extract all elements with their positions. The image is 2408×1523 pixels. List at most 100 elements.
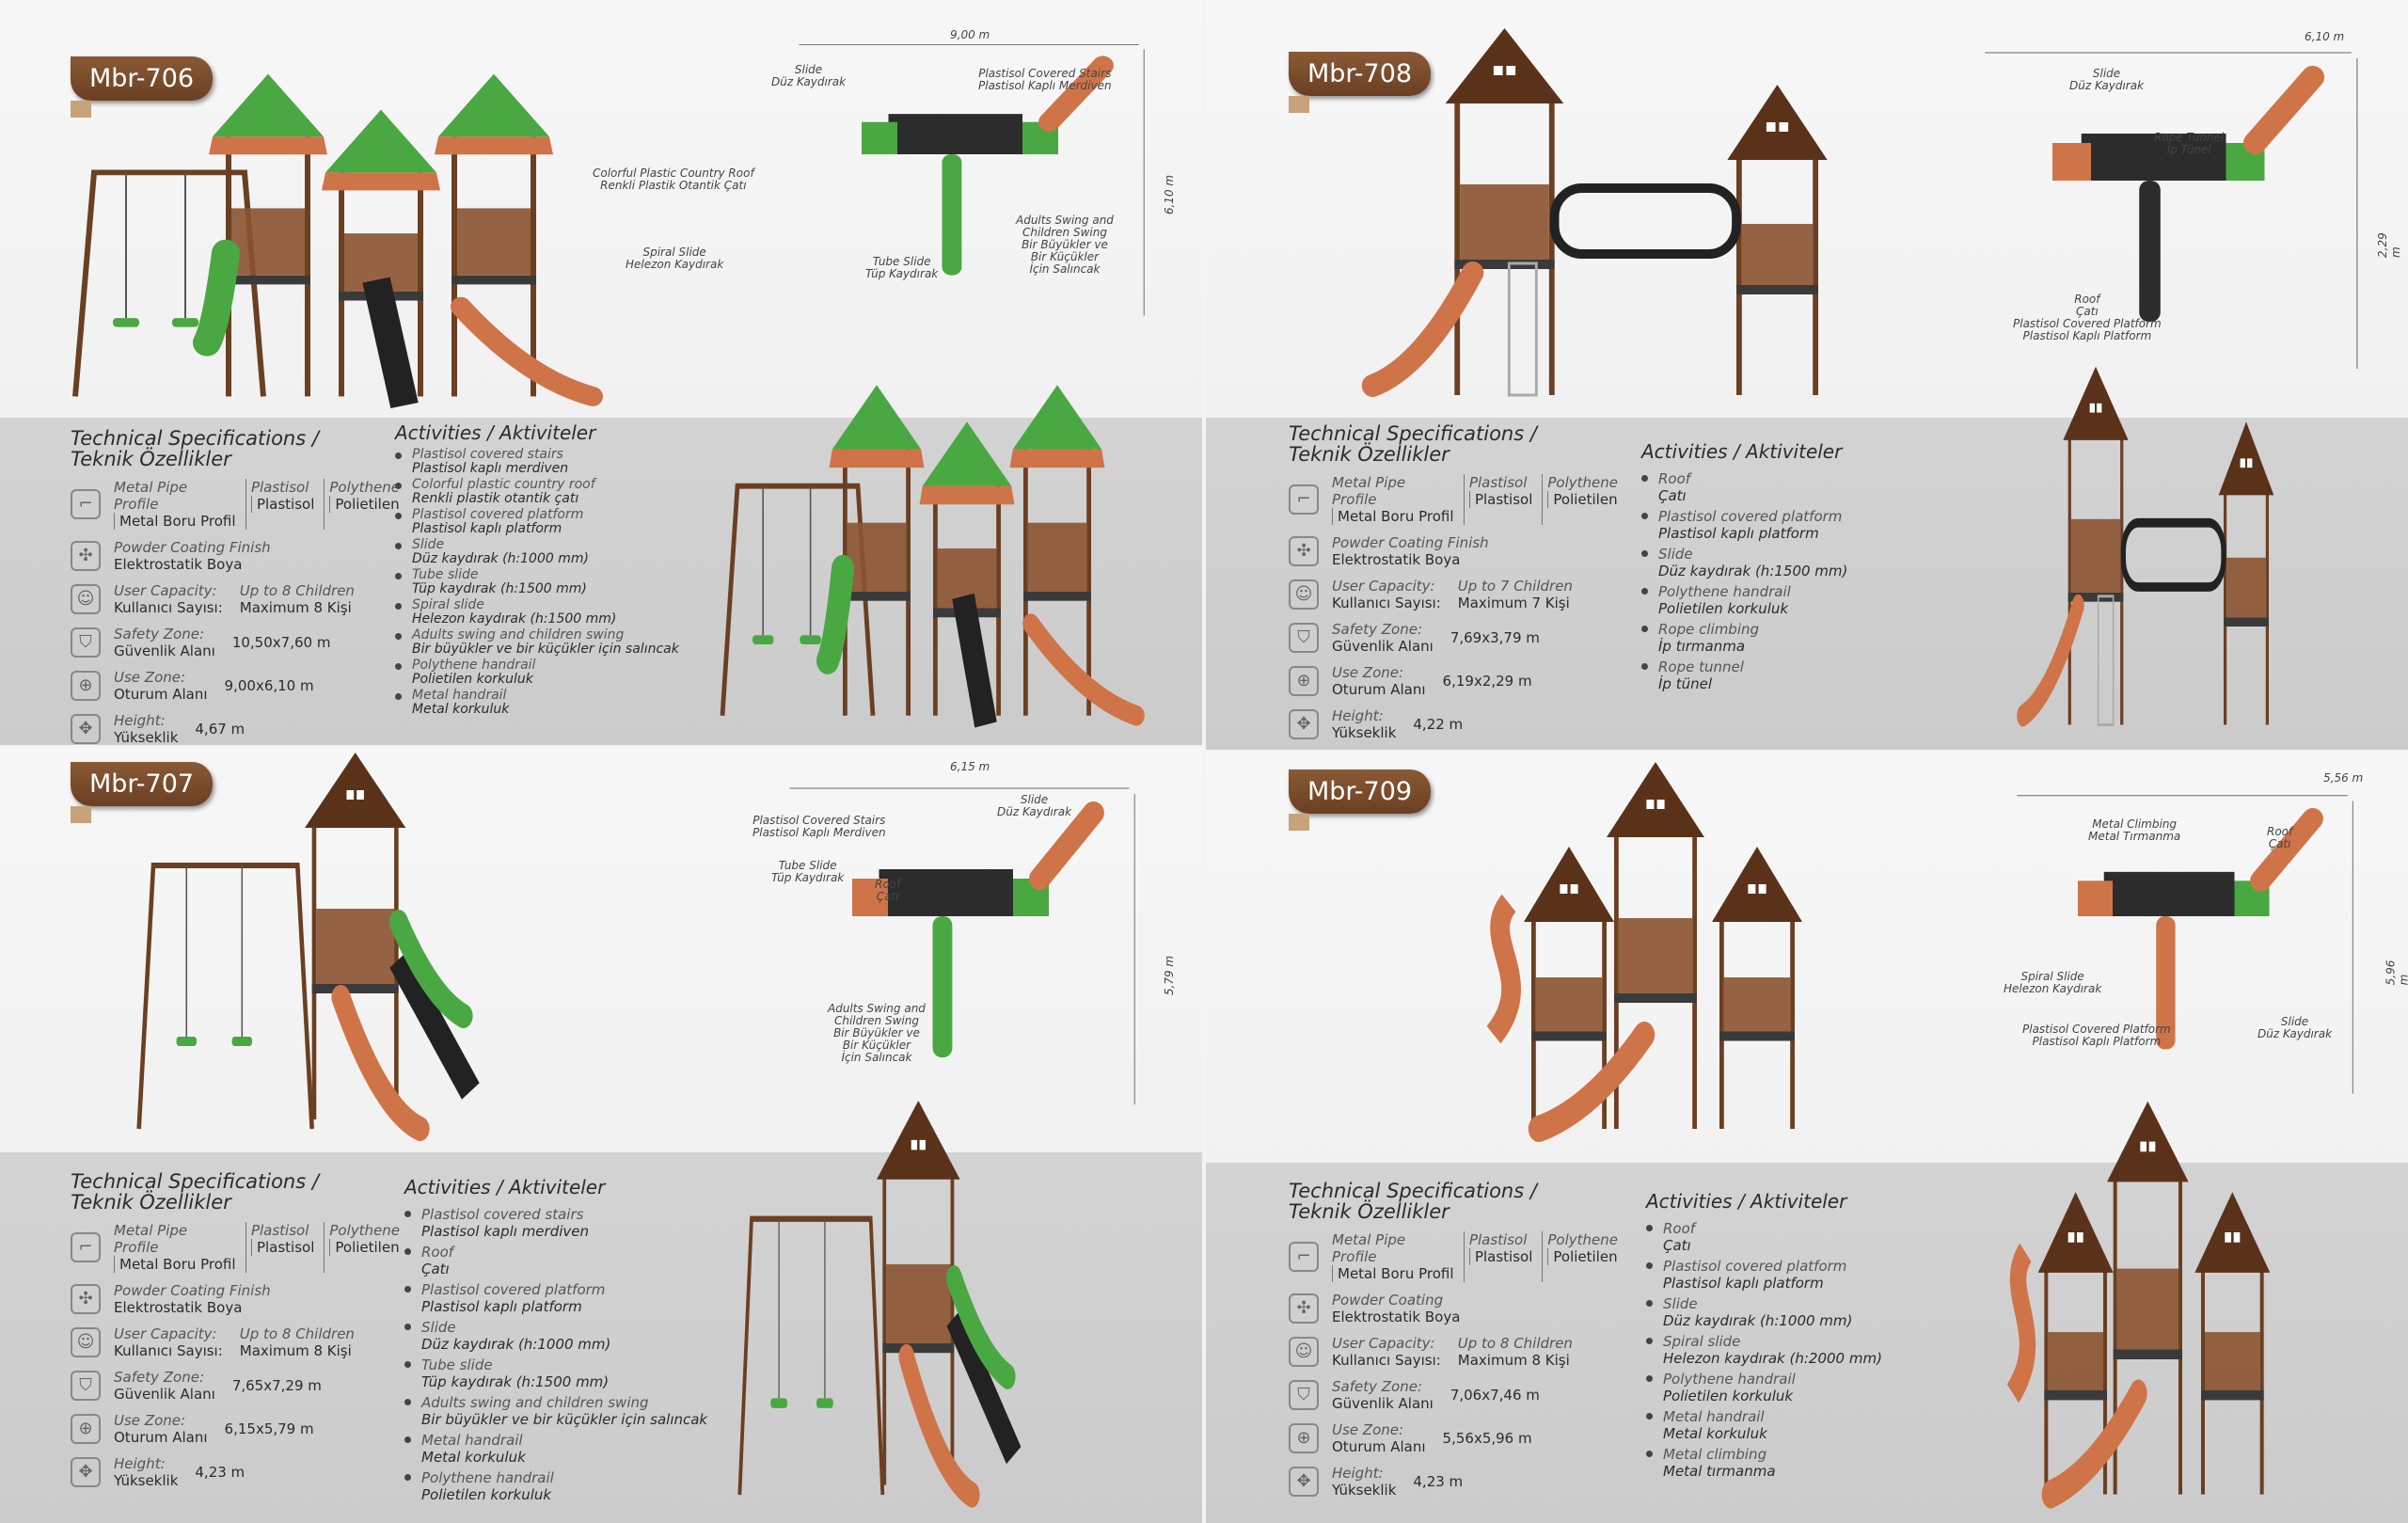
spec-title-en: Technical Specifications / [71,427,319,450]
swing-seat [816,1398,833,1408]
platform-plan [2081,134,2226,181]
spec-row: ☺User Capacity:Kullanıcı Sayısı:Up to 8 … [71,1325,409,1359]
height-en: Height: [114,712,166,729]
platform-plan [888,114,1022,154]
panel [457,208,531,276]
use-label: Use Zone:Oturum Alanı [1332,1421,1426,1455]
safety-en: Safety Zone: [1332,621,1422,638]
post [933,476,938,716]
capacity-value-en: Up to 8 Children [1457,1335,1573,1352]
diagram-label: Slide Düz Kaydırak [2258,1015,2333,1040]
panel [2116,1268,2178,1350]
diagram-label: Plastisol Covered Stairs Plastisol Kaplı… [752,814,886,839]
module-plan [862,121,897,154]
spec-title-tr: Teknik Özellikler [71,448,231,470]
panel [2226,557,2266,618]
capacity-en: User Capacity: [1332,578,1435,595]
roof-window [2247,458,2253,468]
use-tr: Oturum Alanı [114,686,208,703]
panel [316,909,395,984]
height-label: Height:Yükseklik [114,712,178,746]
use-en: Use Zone: [114,1412,186,1429]
roof-window [2148,1141,2156,1152]
rope-ladder [2097,595,2115,726]
roof-window [1560,884,1568,894]
activity-en: Plastisol covered stairs [412,447,563,462]
use-value: 5,56x5,96 m [1442,1430,1532,1447]
safety-label: Safety Zone:Güvenlik Alanı [1332,1378,1434,1412]
safety-value: 7,65x7,29 m [231,1377,322,1394]
roof-eave [919,485,1015,505]
activity-tr: Polietilen korkuluk [412,672,533,687]
material-en: Metal Pipe Profile [114,479,188,513]
product-panel [0,748,1202,1523]
post [996,476,1001,716]
capacity-label: User Capacity:Kullanıcı Sayısı: [114,1325,223,1359]
slide-plan [1029,801,1104,890]
use-value: 6,19x2,29 m [1442,673,1532,690]
capacity-tr: Kullanıcı Sayısı: [114,599,223,616]
diagram-label: Adults Swing and Children Swing Bir Büyü… [828,1002,926,1064]
plan-diagram [799,44,1145,316]
material-en: Metal Pipe Profile [1332,1231,1406,1265]
spec-title: Technical Specifications /Teknik Özellik… [1289,1181,1627,1222]
material-en: Plastisol [1468,1231,1528,1248]
finish-tr: Elektrostatik Boya [1332,551,1461,568]
panel [847,522,907,592]
playground-illustration-main [72,73,603,408]
diagram-label: Roof Çatı [875,878,901,903]
roof [2218,421,2274,496]
diagram-label: Slide Düz Kaydırak [997,793,1072,818]
users-icon: ☺ [71,584,101,614]
product-code-badge: Mbr-706 [71,56,214,118]
height-en: Height: [1332,1465,1384,1482]
roof-window [2140,1141,2147,1152]
shield-icon: ⛉ [71,1371,101,1401]
height-value: 4,23 m [195,1464,246,1481]
stairs [952,593,997,728]
stairs [389,951,480,1100]
roof [325,109,436,173]
activity-en: Spiral slide [1663,1333,1741,1350]
height-en: Height: [114,1455,166,1472]
swing-seat [231,1037,253,1046]
material-tr: Polietilen [1547,491,1623,508]
roof-eave [435,136,553,155]
plan-diagram [2017,795,2353,1094]
platform-plan [879,869,1013,916]
use-tr: Oturum Alanı [1332,681,1426,698]
activity-tr: Çatı [421,1261,450,1277]
slide-plan [2139,181,2161,322]
finish-tr: Elektrostatik Boya [114,1299,243,1316]
diagram-label: Roof Çatı [2267,825,2293,850]
activity-en: Metal climbing [1663,1446,1767,1463]
post [2265,485,2269,725]
module-plan [2052,143,2091,181]
platform [2113,1349,2182,1359]
material-tr: Metal Boru Profil [114,1256,241,1273]
capacity-label: User Capacity:Kullanıcı Sayısı: [1332,578,1441,611]
roof [1445,28,1564,103]
post [2103,1262,2107,1495]
roof [213,73,324,137]
activities-title: Activities / Aktiviteler [395,421,596,444]
post [339,163,344,397]
activity-en: Slide [1663,1295,1698,1312]
roof [305,753,406,828]
finish-en: Powder Coating [1332,1292,1444,1309]
activity-en: Slide [421,1319,456,1336]
diagram-label: Plastisol Covered Platform Plastisol Kap… [2022,1023,2171,1048]
